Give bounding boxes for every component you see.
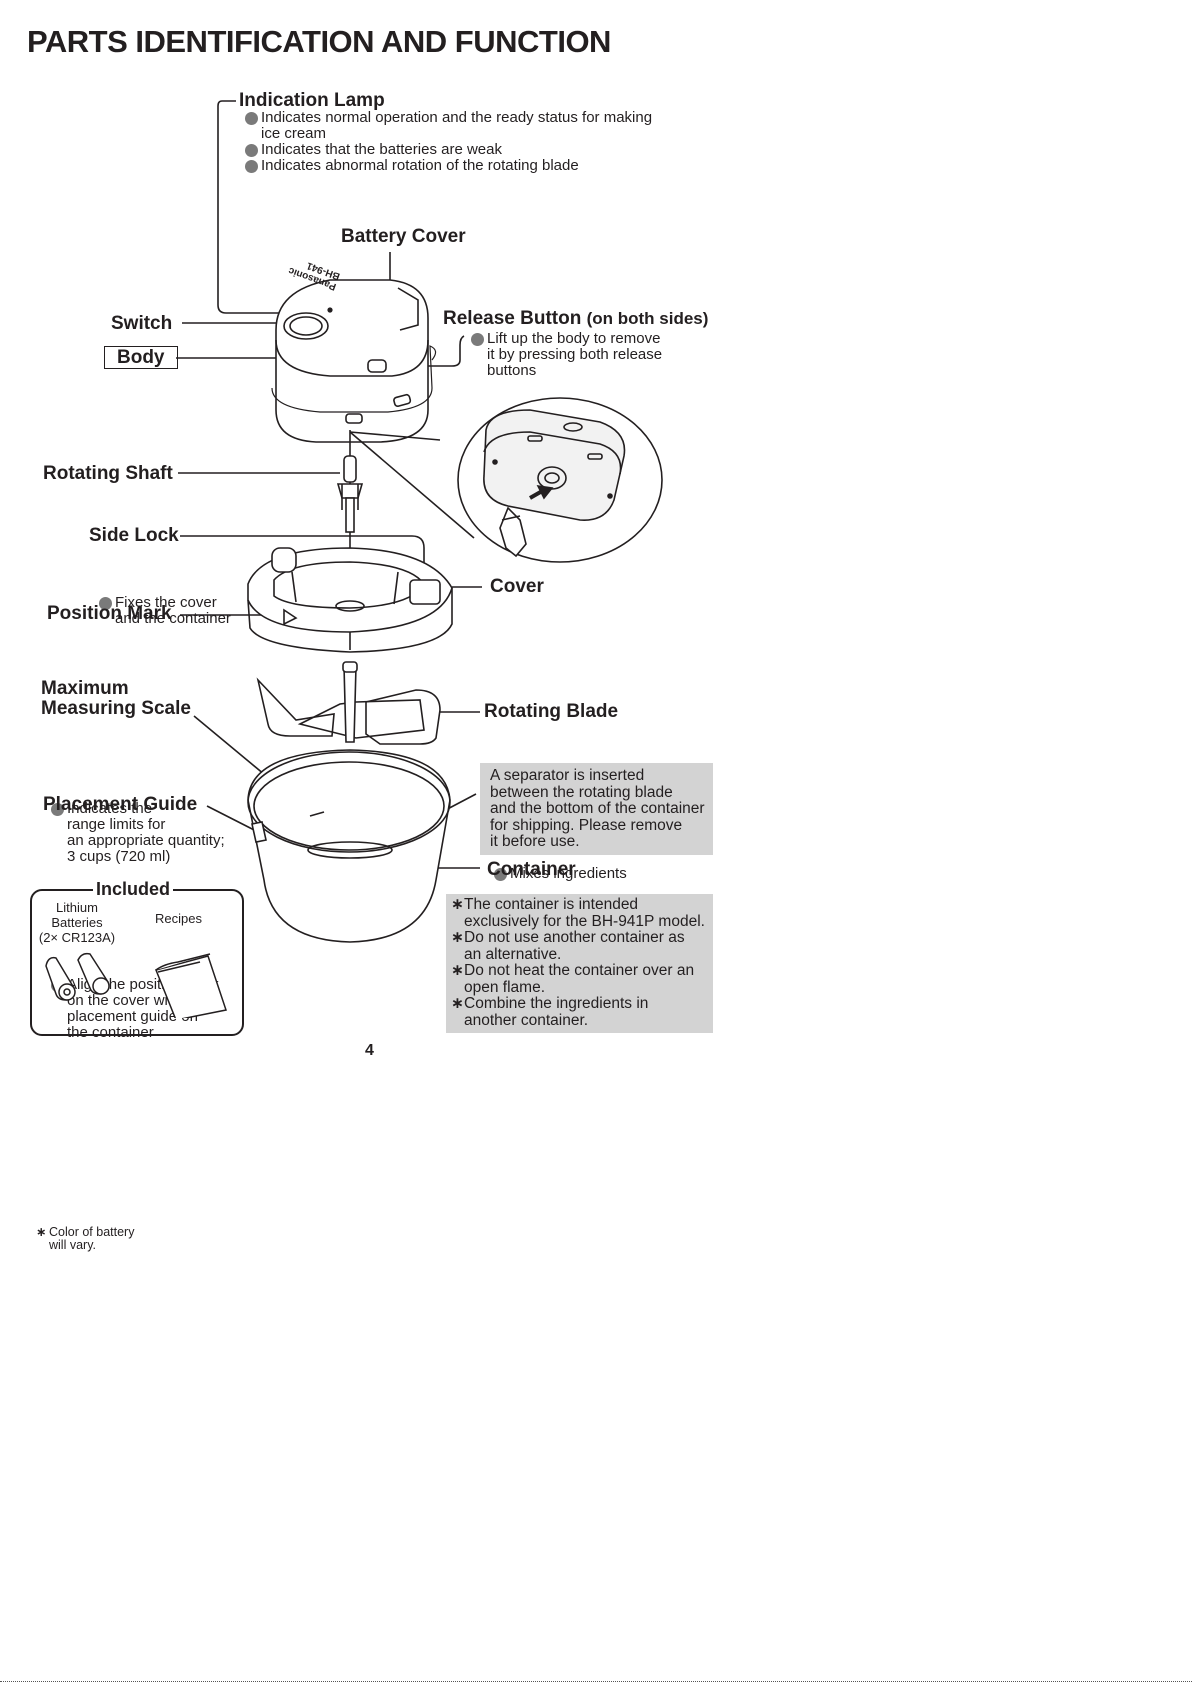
recipe-booklet-icon bbox=[154, 953, 227, 1018]
container-label: Container bbox=[487, 859, 576, 880]
page-number: 4 bbox=[365, 1042, 374, 1059]
leader-side-lock bbox=[180, 535, 425, 568]
included-illustrations bbox=[45, 952, 227, 1018]
bottom-rule bbox=[0, 1681, 1192, 1682]
battery-icon bbox=[77, 952, 110, 995]
switch-label: Switch bbox=[111, 313, 173, 334]
cover-illustration bbox=[247, 547, 453, 653]
body-label: Body bbox=[104, 346, 178, 369]
container-note: The container is intended exclusively fo… bbox=[451, 896, 713, 930]
release-button-note: Lift up the body to remove it by pressin… bbox=[471, 331, 1192, 379]
indication-lamp-notes: Indicates normal operation and the ready… bbox=[245, 110, 652, 174]
leader-indication-lamp bbox=[217, 100, 300, 314]
zoom-callout bbox=[349, 397, 663, 563]
container-illustration bbox=[247, 749, 451, 943]
indication-lamp-note: Indicates that the batteries are weak bbox=[245, 142, 652, 158]
max-scale-label: Maximum Measuring Scale bbox=[41, 678, 191, 719]
container-notes-box: The container is intended exclusively fo… bbox=[446, 894, 713, 1033]
battery-icon bbox=[45, 956, 76, 1001]
battery-cover-label: Battery Cover bbox=[341, 226, 466, 247]
side-lock-note: Fixes the cover and the container bbox=[99, 595, 1192, 627]
side-lock-label: Side Lock bbox=[89, 525, 179, 546]
indication-lamp-note: Indicates abnormal rotation of the rotat… bbox=[245, 158, 652, 174]
recipes-label: Recipes bbox=[155, 911, 202, 926]
rotating-blade-illustration bbox=[256, 661, 441, 745]
battery-note: Color of battery will vary. bbox=[36, 1226, 1192, 1252]
indication-lamp-note: Indicates normal operation and the ready… bbox=[245, 110, 652, 142]
rotating-blade-label: Rotating Blade bbox=[484, 701, 619, 722]
container-note: Do not heat the container over an open f… bbox=[451, 962, 713, 996]
max-scale-note: Indicates the range limits for an approp… bbox=[51, 801, 1192, 865]
container-note: Do not use another container as an alter… bbox=[451, 929, 713, 963]
rotating-shaft-illustration bbox=[336, 455, 364, 533]
container-note: Combine the ingredients in another conta… bbox=[451, 995, 713, 1029]
rotating-shaft-label: Rotating Shaft bbox=[43, 463, 173, 484]
page-title: PARTS IDENTIFICATION AND FUNCTION bbox=[27, 24, 611, 59]
placement-guide-label: Placement Guide bbox=[43, 794, 198, 815]
indication-lamp-label: Indication Lamp bbox=[239, 90, 385, 111]
included-title: Included bbox=[93, 880, 174, 898]
release-button-label: Release Button (on both sides) bbox=[443, 308, 709, 329]
batteries-label: Lithium Batteries (2× CR123A) bbox=[38, 900, 116, 945]
rotating-blade-note: Mixes ingredients bbox=[494, 866, 1192, 882]
cover-label: Cover bbox=[490, 576, 544, 597]
position-mark-label: Position Mark bbox=[47, 603, 172, 624]
leader-release-button bbox=[388, 335, 465, 367]
separator-note-box: A separator is inserted between the rota… bbox=[480, 763, 713, 855]
